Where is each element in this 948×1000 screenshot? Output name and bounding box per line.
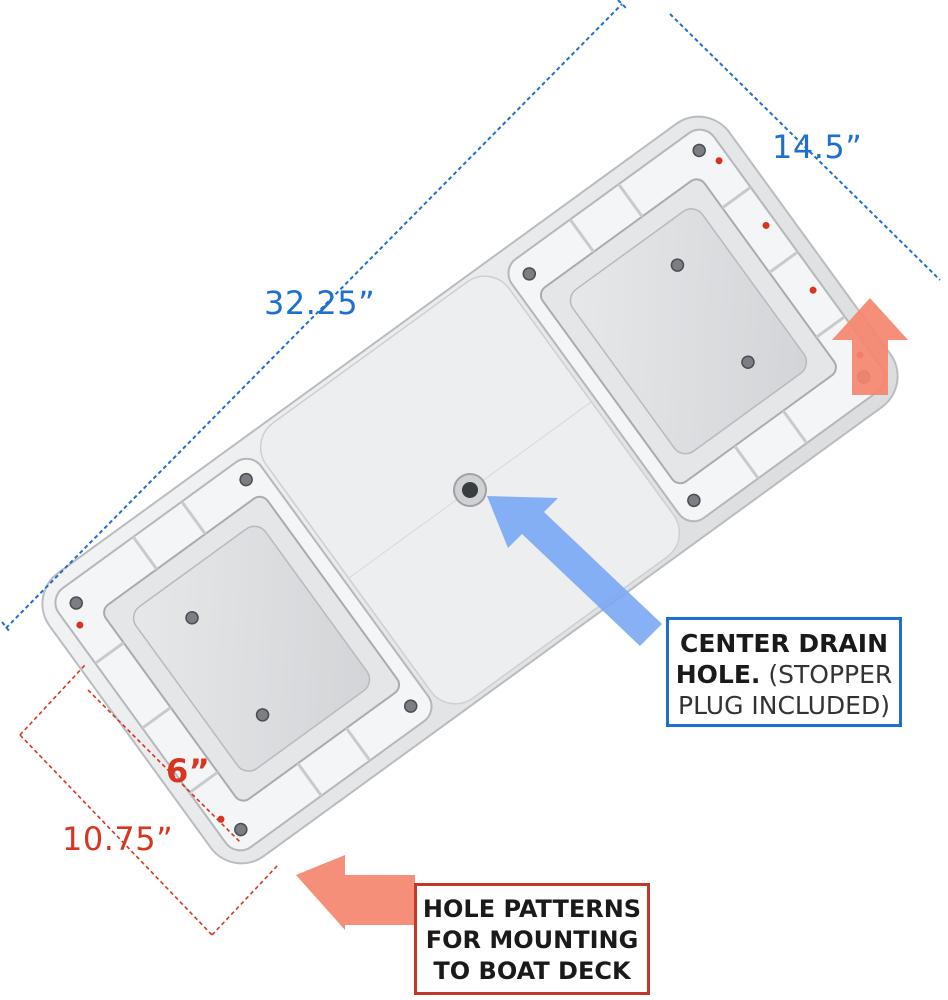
drain-callout-line3: PLUG INCLUDED) <box>678 691 890 720</box>
drain-callout-line2-light: (STOPPER <box>760 660 893 689</box>
drain-callout-line1: CENTER DRAIN <box>679 629 888 658</box>
mounting-callout: HOLE PATTERNS FOR MOUNTING TO BOAT DECK <box>414 883 650 995</box>
right-mount-frame <box>507 128 886 523</box>
hole-spacing-label: 6” <box>166 752 211 790</box>
drain-callout-line2-bold: HOLE. <box>675 660 761 689</box>
drain-callout: CENTER DRAIN HOLE. (STOPPER PLUG INCLUDE… <box>666 617 902 727</box>
hole-pattern-width-label: 10.75” <box>62 820 174 858</box>
mount-arrow-icon <box>296 298 908 930</box>
width-label: 14.5” <box>772 128 863 166</box>
drain-arrow-icon <box>487 496 662 646</box>
mounting-callout-line3: TO BOAT DECK <box>433 957 631 985</box>
hole-pattern-dimension-lines <box>19 664 279 936</box>
length-label: 32.25” <box>264 284 376 322</box>
seat-base <box>41 115 899 865</box>
mounting-callout-line1: HOLE PATTERNS <box>422 895 642 923</box>
left-mount-frame <box>54 457 433 852</box>
width-dimension-line <box>669 13 941 281</box>
length-dimension-line <box>1 0 628 633</box>
drain-hole <box>453 473 487 507</box>
mounting-callout-line2: FOR MOUNTING <box>425 926 639 954</box>
